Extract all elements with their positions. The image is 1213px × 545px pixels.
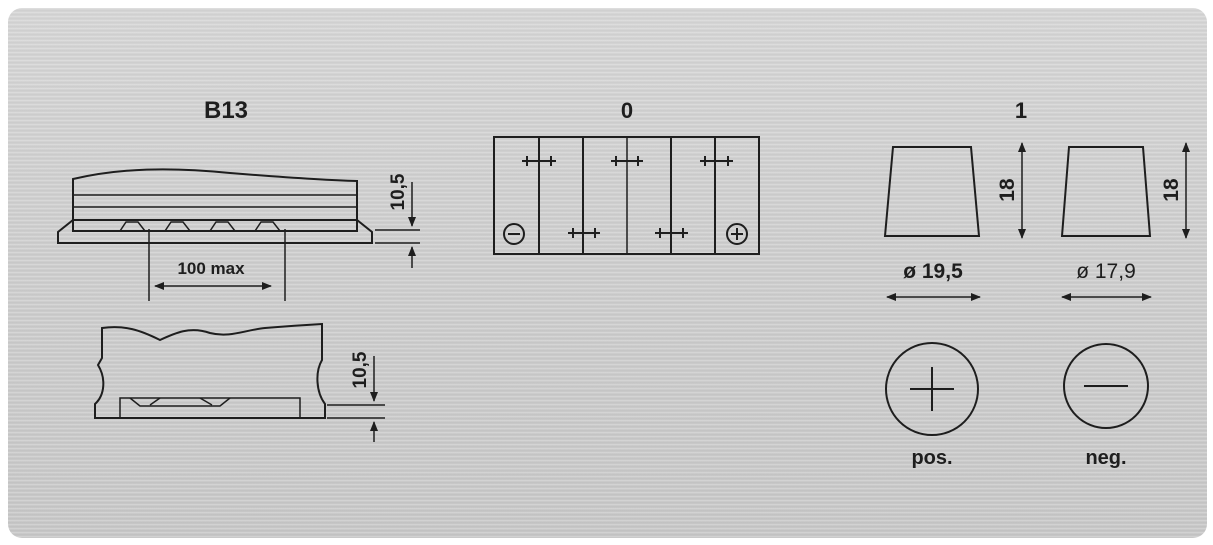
negative-terminal-diameter: ø 17,9	[1076, 260, 1136, 283]
width-dimension-label: 100 max	[177, 259, 245, 278]
terminal-type-title: 1	[1015, 98, 1027, 123]
height-dimension-bottom	[327, 356, 385, 442]
plus-circle-icon	[885, 342, 979, 436]
height-dimension-top	[375, 182, 420, 268]
negative-terminal-height: 18	[1160, 178, 1183, 202]
battery-top-layout	[493, 136, 760, 255]
minus-circle-icon	[1063, 343, 1149, 429]
layout-code-title: B13	[204, 97, 248, 124]
negative-terminal-icon	[503, 223, 525, 245]
height-label-bottom: 10,5	[350, 351, 371, 388]
negative-terminal-profile	[1060, 142, 1190, 301]
negative-caption: neg.	[1085, 447, 1126, 469]
battery-spec-plate	[8, 8, 1207, 538]
circuit-layout-title: 0	[621, 98, 633, 123]
positive-terminal-height: 18	[996, 178, 1019, 202]
height-label-top: 10,5	[388, 173, 409, 210]
cell-connectors	[522, 156, 733, 238]
hold-down-profile-top	[57, 168, 373, 301]
positive-caption: pos.	[911, 447, 952, 469]
positive-terminal-diameter: ø 19,5	[903, 260, 963, 283]
positive-terminal-profile	[883, 142, 1026, 301]
positive-terminal-icon	[726, 223, 748, 245]
hold-down-profile-bottom	[94, 322, 326, 419]
